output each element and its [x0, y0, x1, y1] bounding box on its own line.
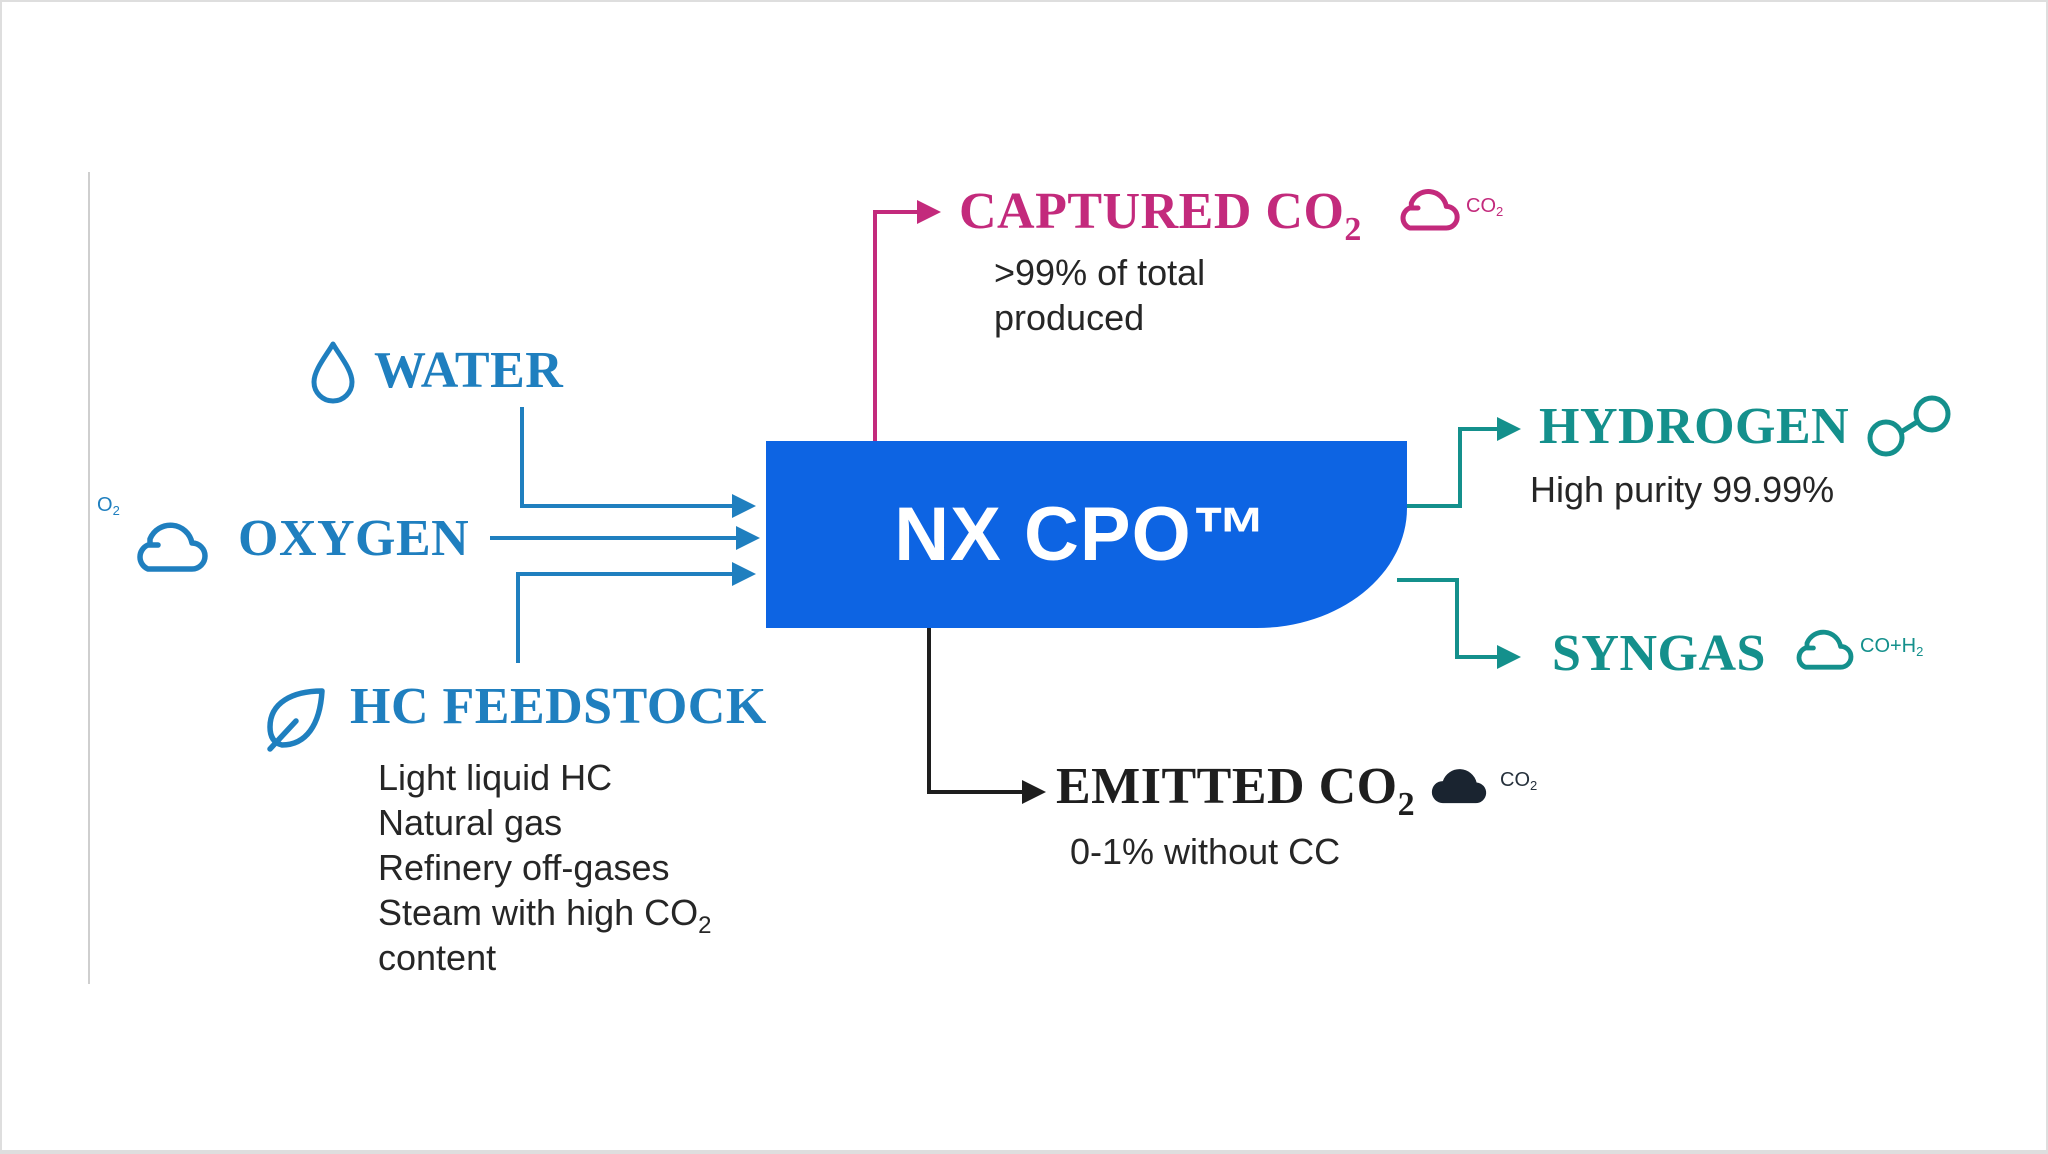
- oxygen-title: OXYGEN: [238, 510, 470, 567]
- captured-title: CAPTURED CO2: [959, 183, 1362, 248]
- captured-desc: >99% of total produced: [994, 250, 1205, 340]
- feedstock-item: Natural gas: [378, 802, 563, 843]
- hydrogen-flow-arrow: [1407, 417, 1521, 508]
- cloud-outline-icon: [1400, 189, 1460, 231]
- left-divider: [88, 172, 90, 984]
- feedstock-item: Light liquid HC: [378, 757, 613, 798]
- oxygen-tag: O2: [97, 494, 120, 518]
- leaf-icon: [267, 688, 325, 752]
- emitted-desc: 0-1% without CC: [1070, 831, 1341, 872]
- molecule-icon: [1867, 395, 1951, 457]
- process-label: NX CPO™: [894, 492, 1269, 577]
- water-title: WATER: [374, 342, 564, 399]
- syngas-tag: CO+H2: [1860, 635, 1924, 659]
- hydrogen-title: HYDROGEN: [1539, 398, 1850, 455]
- captured-tag: CO2: [1466, 195, 1504, 219]
- emitted-flow-arrow: [927, 628, 1046, 804]
- feedstock-item: Refinery off-gases: [378, 847, 670, 888]
- syngas-flow-arrow: [1397, 578, 1521, 669]
- captured-desc-line: produced: [994, 297, 1145, 338]
- feedstock-flow-arrow: [516, 562, 756, 663]
- cloud-filled-icon: [1431, 769, 1487, 804]
- hydrogen-desc: High purity 99.99%: [1530, 469, 1835, 510]
- process-box: NX CPO™: [766, 441, 1407, 628]
- water-drop-icon: [311, 341, 355, 404]
- feedstock-item: content: [378, 937, 497, 978]
- feedstock-title: HC FEEDSTOCK: [350, 678, 767, 735]
- emitted-tag: CO2: [1500, 769, 1538, 793]
- feedstock-item: Steam with high CO2: [378, 892, 712, 939]
- emitted-title: EMITTED CO2: [1056, 758, 1416, 823]
- captured-desc-line: >99% of total: [994, 252, 1206, 293]
- water-flow-arrow: [520, 407, 756, 518]
- feedstock-list: Light liquid HC Natural gas Refinery off…: [378, 755, 712, 980]
- syngas-title: SYNGAS: [1552, 625, 1766, 682]
- cloud-outline-icon: [1796, 629, 1854, 670]
- cloud-outline-icon: [137, 522, 208, 572]
- captured-flow-arrow: [873, 200, 941, 441]
